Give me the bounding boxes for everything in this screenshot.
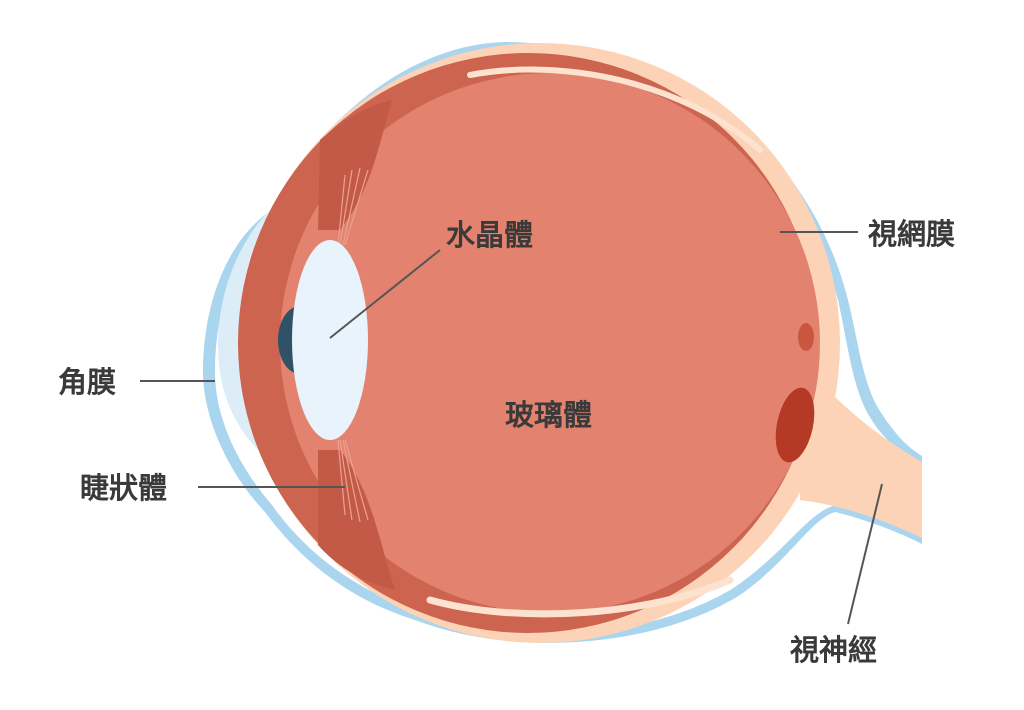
zonular-fibers	[337, 167, 369, 523]
vitreous-body	[280, 73, 820, 613]
cornea-label: 角膜	[58, 365, 116, 399]
ciliary-body-bottom	[318, 450, 395, 590]
lens	[292, 240, 368, 440]
ciliary-body-top	[318, 100, 392, 230]
optic-disc	[775, 387, 815, 463]
lens-leader	[329, 249, 441, 339]
lens-label: 水晶體	[446, 218, 533, 252]
retina-highlight-top	[467, 66, 763, 153]
ciliary-body-label: 睫狀體	[80, 471, 167, 505]
retina-highlight-bottom	[426, 576, 734, 618]
optic-nerve	[800, 360, 922, 538]
optic-nerve-leader	[847, 483, 883, 625]
vitreous-label: 玻璃體	[505, 398, 592, 432]
fovea	[798, 323, 814, 351]
retina-label: 視網膜	[868, 217, 955, 251]
optic-nerve-label: 視神經	[790, 633, 877, 667]
